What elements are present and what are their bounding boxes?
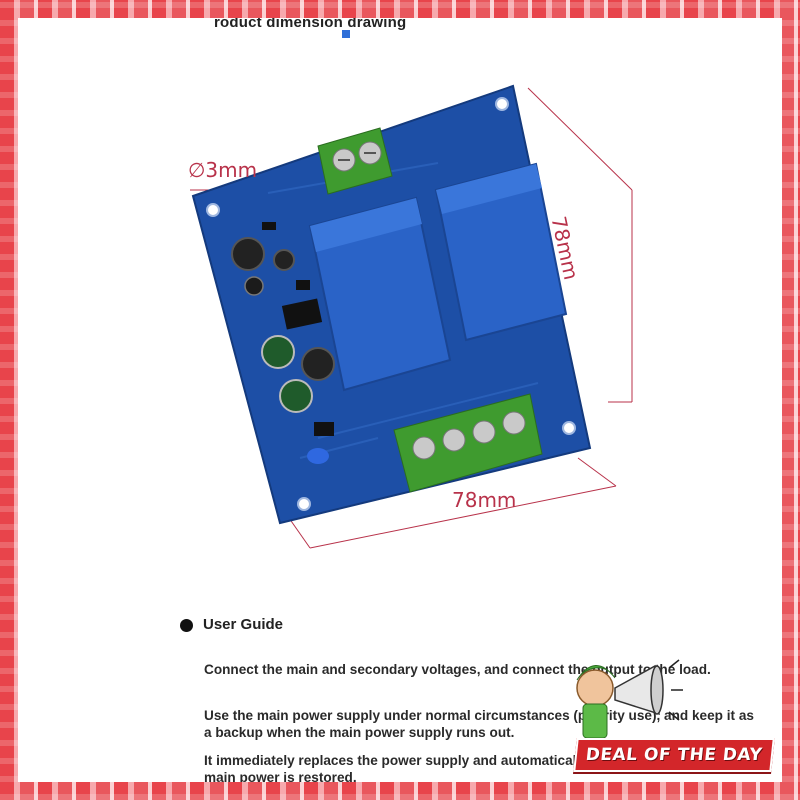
ceramic-capacitor xyxy=(307,448,329,464)
transistor xyxy=(314,422,334,436)
input-terminal-block xyxy=(393,393,543,493)
components xyxy=(231,222,335,464)
smd-part xyxy=(296,280,310,290)
capacitor xyxy=(273,249,295,271)
relay-main xyxy=(308,196,452,392)
megaphone-mascot-icon xyxy=(576,659,683,739)
mounting-hole xyxy=(495,97,509,111)
mounting-hole xyxy=(562,421,576,435)
deal-of-the-day-badge: DEAL OF THE DAY xyxy=(555,644,785,784)
mounting-hole xyxy=(206,203,220,217)
mounting-holes xyxy=(206,97,576,511)
mounting-hole xyxy=(297,497,311,511)
capacitor xyxy=(244,276,264,296)
smd-part xyxy=(262,222,276,230)
ic-chip xyxy=(281,298,323,330)
width-dimension-label: 78mm xyxy=(452,488,517,512)
relay-secondary xyxy=(434,162,568,342)
capacitor xyxy=(231,237,265,271)
section-title: roduct dimension drawing xyxy=(214,18,407,31)
bullet-icon xyxy=(180,619,193,632)
capacitor xyxy=(301,347,335,381)
title-marker xyxy=(342,30,350,38)
product-sheet: roduct dimension drawing xyxy=(18,18,782,782)
dimension-drawing xyxy=(190,84,633,549)
badge-banner: DEAL OF THE DAY xyxy=(573,738,775,772)
capacitor xyxy=(261,335,295,369)
guide-heading: User Guide xyxy=(203,616,284,633)
hole-diameter-label: ∅3mm xyxy=(188,158,258,182)
badge-text: DEAL OF THE DAY xyxy=(584,745,764,765)
guide-paragraph: Use the main power supply under normal c… xyxy=(204,708,754,740)
capacitor xyxy=(279,379,313,413)
output-terminal-block xyxy=(317,127,393,195)
